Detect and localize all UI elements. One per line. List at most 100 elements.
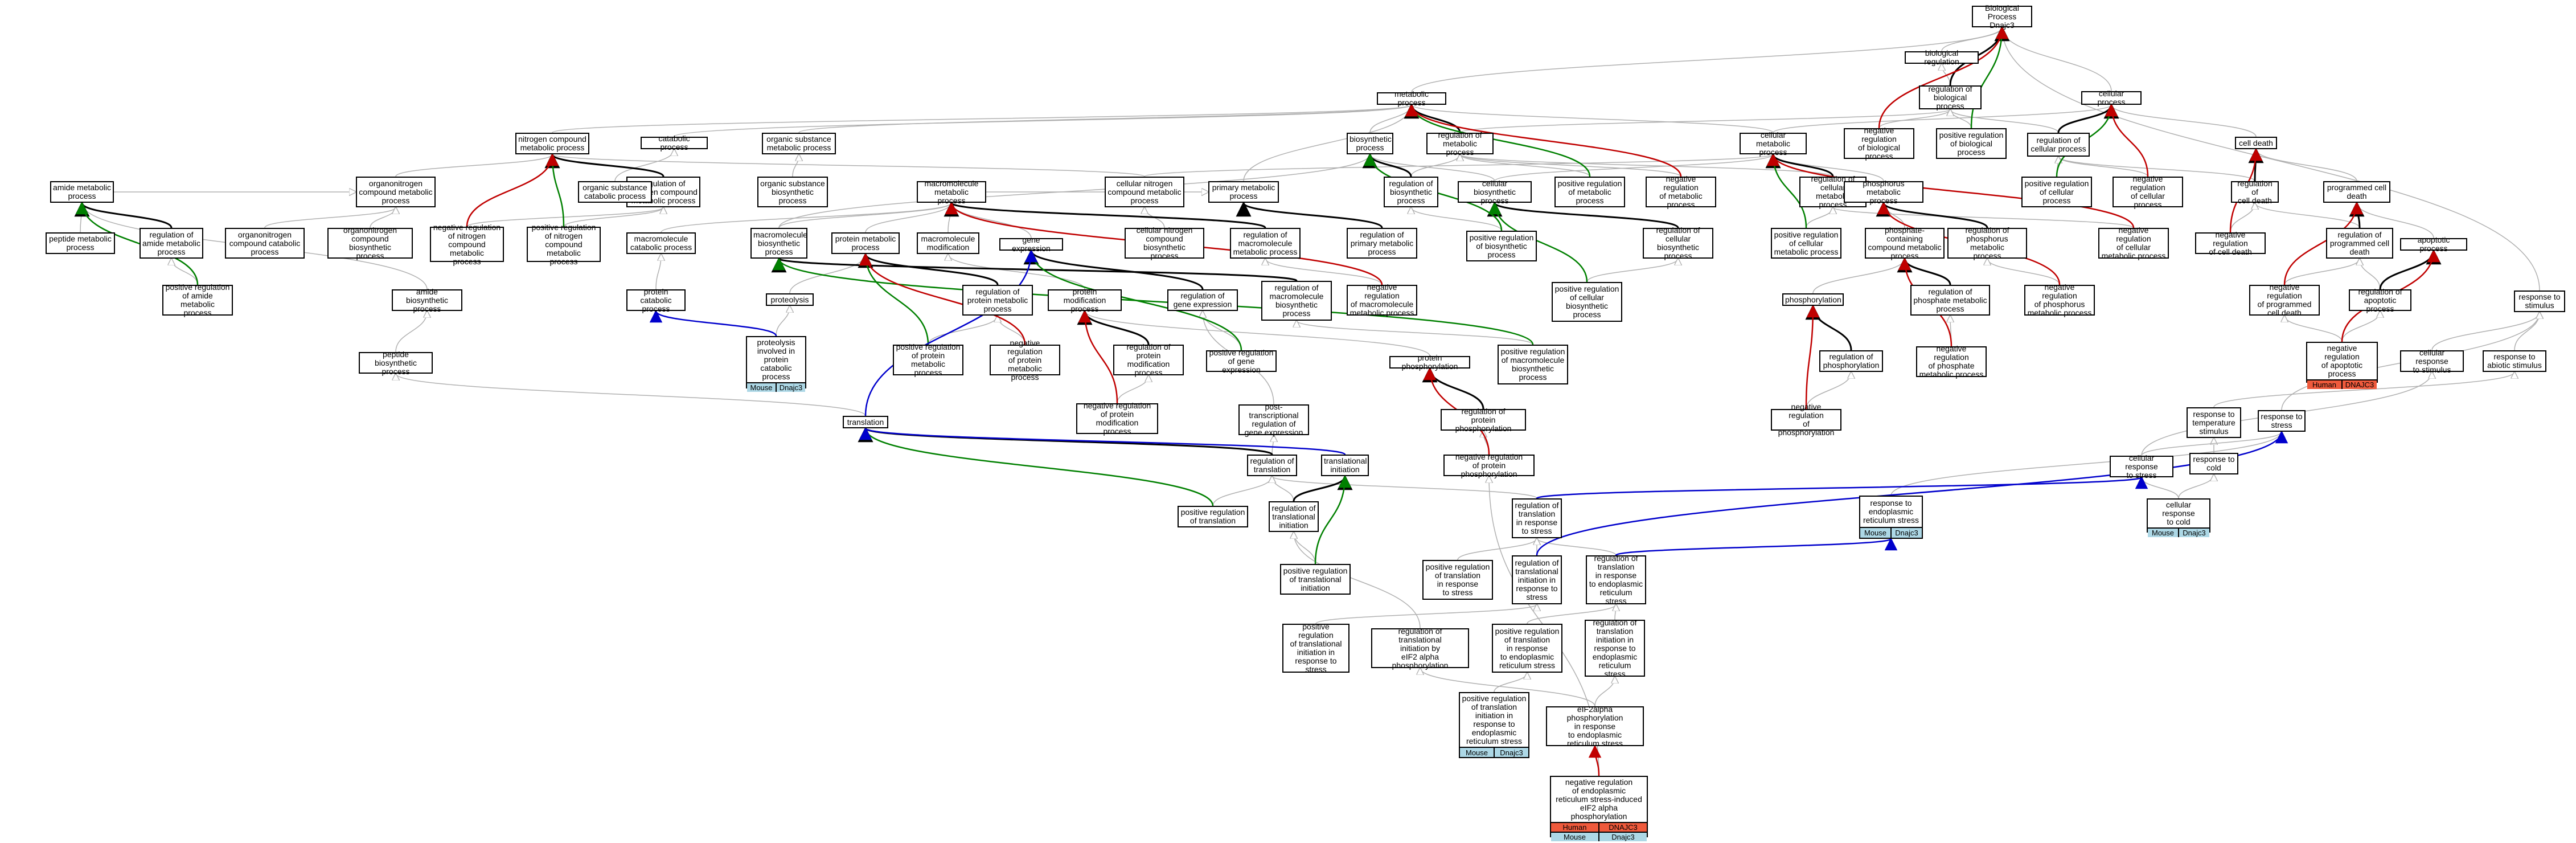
node-regulation-of-translational-initiation-in-response-to-stress[interactable]: regulation of translational initiation i… bbox=[1512, 555, 1562, 604]
node-post-transcriptional-regulation-of-gene-expression[interactable]: post-transcriptional regulation of gene … bbox=[1238, 403, 1309, 437]
node-regulation-of-primary-metabolic-process[interactable]: regulation of primary metabolic process bbox=[1347, 228, 1417, 259]
node-regulation-of-translational-initiation[interactable]: regulation of translational initiation bbox=[1269, 501, 1319, 532]
node-nitrogen-compound-metabolic-process[interactable]: nitrogen compound metabolic process bbox=[515, 133, 589, 154]
node-phosphorus-metabolic-process[interactable]: phosphorus metabolic process bbox=[1844, 179, 1923, 204]
node-cellular-response-to-stimulus[interactable]: cellular response to stimulus bbox=[2400, 348, 2464, 374]
node-positive-regulation-of-nitrogen-compound-metabolic-process[interactable]: positive regulation of nitrogen compound… bbox=[527, 223, 601, 265]
node-positive-regulation-of-metabolic-process[interactable]: positive regulation of metabolic process bbox=[1554, 177, 1625, 207]
node-negative-regulation-of-macromolecule-metabolic-process[interactable]: negative regulation of macromolecule met… bbox=[1347, 283, 1417, 317]
node-organic-substance-catabolic-process[interactable]: organic substance catabolic process bbox=[578, 181, 652, 203]
node-phosphorylation[interactable]: phosphorylation bbox=[1782, 293, 1844, 306]
node-translation[interactable]: translation bbox=[843, 416, 888, 428]
node-protein-catabolic-process[interactable]: protein catabolic process bbox=[626, 287, 686, 313]
node-organic-substance-metabolic-process[interactable]: organic substance metabolic process bbox=[762, 133, 836, 154]
node-phosphate-containing-compound-metabolic-process[interactable]: phosphate-containing compound metabolic … bbox=[1865, 226, 1945, 260]
node-amide-biosynthetic-process[interactable]: amide biosynthetic process bbox=[392, 287, 462, 313]
node-positive-regulation-of-translational-initiation-in-response-to-stress[interactable]: positive regulation of translational ini… bbox=[1282, 623, 1349, 674]
node-protein-modification-process[interactable]: protein modification process bbox=[1048, 287, 1122, 313]
node-regulation-of-phosphorus-metabolic-process[interactable]: regulation of phosphorus metabolic proce… bbox=[1947, 226, 2027, 260]
node-regulation-of-translation[interactable]: regulation of translation bbox=[1247, 455, 1297, 476]
node-organic-substance-biosynthetic-process[interactable]: organic substance biosynthetic process bbox=[757, 177, 828, 207]
node-peptide-metabolic-process[interactable]: peptide metabolic process bbox=[46, 232, 115, 254]
node-regulation-of-translation-initiation-in-response-to-er-stress[interactable]: regulation of translation initiation in … bbox=[1585, 618, 1645, 678]
node-regulation-of-protein-metabolic-process[interactable]: regulation of protein metabolic process bbox=[962, 285, 1033, 316]
node-negative-regulation-of-protein-metabolic-process[interactable]: negative regulation of protein metabolic… bbox=[990, 338, 1060, 381]
node-positive-regulation-of-macromolecule-biosynthetic-process[interactable]: positive regulation of macromolecule bio… bbox=[1498, 345, 1568, 384]
node-positive-regulation-of-translation[interactable]: positive regulation of translation bbox=[1178, 506, 1248, 527]
node-negative-regulation-of-cellular-metabolic-process[interactable]: negative regulation of cellular metaboli… bbox=[2098, 226, 2169, 260]
node-peptide-biosynthetic-process[interactable]: peptide biosynthetic process bbox=[359, 350, 433, 375]
node-regulation-of-cell-death[interactable]: regulation of cell death bbox=[2231, 179, 2279, 204]
node-cellular-nitrogen-compound-metabolic-process[interactable]: cellular nitrogen compound metabolic pro… bbox=[1105, 177, 1184, 207]
node-programmed-cell-death[interactable]: programmed cell death bbox=[2323, 181, 2390, 203]
node-regulation-of-cellular-biosynthetic-process[interactable]: regulation of cellular biosynthetic proc… bbox=[1643, 226, 1713, 260]
node-proteolysis[interactable]: proteolysis bbox=[766, 293, 814, 306]
node-response-to-stimulus[interactable]: response to stimulus bbox=[2514, 290, 2565, 312]
node-regulation-of-metabolic-process[interactable]: regulation of metabolic process bbox=[1426, 130, 1494, 156]
node-metabolic-process[interactable]: metabolic process bbox=[1377, 90, 1446, 107]
node-primary-metabolic-process[interactable]: primary metabolic process bbox=[1208, 181, 1279, 203]
node-regulation-of-amide-metabolic-process[interactable]: regulation of amide metabolic process bbox=[140, 228, 203, 259]
node-response-to-endoplasmic-reticulum-stress[interactable]: response to endoplasmic reticulum stress… bbox=[1859, 496, 1923, 539]
node-regulation-of-gene-expression[interactable]: regulation of gene expression bbox=[1167, 289, 1238, 311]
node-negative-regulation-of-biological-process[interactable]: negative regulation of biological proces… bbox=[1844, 126, 1914, 161]
node-positive-regulation-of-biosynthetic-process[interactable]: positive regulation of biosynthetic proc… bbox=[1466, 231, 1537, 261]
node-regulation-of-phosphate-metabolic-process[interactable]: regulation of phosphate metabolic proces… bbox=[1910, 285, 1990, 316]
node-catabolic-process[interactable]: catabolic process bbox=[641, 134, 708, 152]
node-regulation-of-phosphorylation[interactable]: regulation of phosphorylation bbox=[1819, 350, 1883, 372]
node-translational-initiation[interactable]: translational initiation bbox=[1321, 455, 1369, 476]
node-biological-regulation[interactable]: biological regulation bbox=[1905, 49, 1979, 66]
node-negative-regulation-of-protein-phosphorylation[interactable]: negative regulation of protein phosphory… bbox=[1443, 452, 1535, 478]
node-protein-phosphorylation[interactable]: protein phosphorylation bbox=[1389, 354, 1470, 371]
node-negative-regulation-of-metabolic-process[interactable]: negative regulation of metabolic process bbox=[1646, 175, 1716, 209]
node-positive-regulation-of-cellular-biosynthetic-process[interactable]: positive regulation of cellular biosynth… bbox=[1552, 282, 1622, 322]
node-negative-regulation-of-apoptotic-process[interactable]: negative regulation of apoptotic process… bbox=[2306, 342, 2378, 389]
node-organonitrogen-compound-metabolic-process[interactable]: organonitrogen compound metabolic proces… bbox=[356, 177, 436, 207]
node-gene-expression[interactable]: gene expression bbox=[999, 236, 1063, 253]
node-positive-regulation-of-cellular-process[interactable]: positive regulation of cellular process bbox=[2021, 177, 2092, 207]
node-regulation-of-apoptotic-process[interactable]: regulation of apoptotic process bbox=[2349, 287, 2411, 313]
node-macromolecule-metabolic-process[interactable]: macromolecule metabolic process bbox=[917, 179, 986, 204]
node-response-to-abiotic-stimulus[interactable]: response to abiotic stimulus bbox=[2483, 350, 2546, 372]
node-positive-regulation-of-amide-metabolic-process[interactable]: positive regulation of amide metabolic p… bbox=[162, 283, 233, 317]
node-protein-metabolic-process[interactable]: protein metabolic process bbox=[831, 232, 900, 254]
node-positive-regulation-of-translation-initiation-in-response-to-er-stress[interactable]: positive regulation of translation initi… bbox=[1459, 692, 1529, 758]
node-negative-regulation-of-protein-modification-process[interactable]: negative regulation of protein modificat… bbox=[1076, 402, 1158, 436]
node-organonitrogen-compound-biosynthetic-process[interactable]: organonitrogen compound biosynthetic pro… bbox=[327, 226, 413, 260]
node-cellular-nitrogen-compound-biosynthetic-process[interactable]: cellular nitrogen compound biosynthetic … bbox=[1125, 226, 1204, 260]
node-eif2alpha-phosphorylation-in-response-to-er-stress[interactable]: eIF2alpha phosphorylation in response to… bbox=[1546, 705, 1644, 747]
node-regulation-of-translation-in-response-to-er-stress[interactable]: regulation of translation in response to… bbox=[1586, 554, 1646, 605]
node-biological-process[interactable]: Biological Process Dnajc3 bbox=[1972, 3, 2032, 29]
node-response-to-stress[interactable]: response to stress bbox=[2258, 410, 2306, 432]
node-cellular-biosynthetic-process[interactable]: cellular biosynthetic process bbox=[1458, 179, 1532, 204]
node-positive-regulation-of-biological-process[interactable]: positive regulation of biological proces… bbox=[1936, 128, 2007, 159]
node-organonitrogen-compound-catabolic-process[interactable]: organonitrogen compound catabolic proces… bbox=[225, 228, 305, 259]
node-macromolecule-biosynthetic-process[interactable]: macromolecule biosynthetic process bbox=[750, 228, 807, 259]
node-negative-regulation-of-cell-death[interactable]: negative regulation of cell death bbox=[2195, 230, 2266, 256]
node-negative-regulation-of-nitrogen-compound-metabolic-process[interactable]: negative regulation of nitrogen compound… bbox=[430, 223, 504, 265]
node-amide-metabolic-process[interactable]: amide metabolic process bbox=[50, 181, 114, 203]
node-positive-regulation-of-translation-in-response-to-er-stress[interactable]: positive regulation of translation in re… bbox=[1492, 624, 1562, 673]
node-cellular-process[interactable]: cellular process bbox=[2081, 89, 2142, 107]
node-positive-regulation-of-translational-initiation[interactable]: positive regulation of translational ini… bbox=[1280, 564, 1351, 595]
node-cell-death[interactable]: cell death bbox=[2235, 137, 2277, 149]
node-regulation-of-protein-modification-process[interactable]: regulation of protein modification proce… bbox=[1113, 343, 1184, 377]
node-cellular-response-to-stress[interactable]: cellular response to stress bbox=[2110, 453, 2173, 479]
node-regulation-of-biosynthetic-process[interactable]: regulation of biosynthetic process bbox=[1384, 177, 1438, 207]
node-regulation-of-translational-initiation-by-eif2-alpha-phosphorylation[interactable]: regulation of translational initiation b… bbox=[1371, 627, 1469, 669]
node-apoptotic-process[interactable]: apoptotic process bbox=[2400, 236, 2467, 253]
node-negative-regulation-of-er-stress-induced-eif2-alpha-phosphorylation[interactable]: negative regulation of endoplasmic retic… bbox=[1550, 776, 1648, 841]
node-negative-regulation-of-phosphorylation[interactable]: negative regulation of phosphorylation bbox=[1771, 403, 1841, 437]
node-macromolecule-modification[interactable]: macromolecule modification bbox=[917, 232, 979, 254]
node-regulation-of-translation-in-response-to-stress[interactable]: regulation of translation in response to… bbox=[1512, 498, 1562, 538]
node-regulation-of-programmed-cell-death[interactable]: regulation of programmed cell death bbox=[2326, 228, 2393, 259]
node-regulation-of-biological-process[interactable]: regulation of biological process bbox=[1919, 84, 1982, 110]
node-negative-regulation-of-phosphate-metabolic-process[interactable]: negative regulation of phosphate metabol… bbox=[1916, 345, 1987, 379]
node-regulation-of-macromolecule-biosynthetic-process[interactable]: regulation of macromolecule biosynthetic… bbox=[1261, 281, 1332, 321]
node-negative-regulation-of-cellular-process[interactable]: negative regulation of cellular process bbox=[2113, 175, 2183, 209]
node-negative-regulation-of-phosphorus-metabolic-process[interactable]: negative regulation of phosphorus metabo… bbox=[2024, 283, 2095, 317]
node-positive-regulation-of-cellular-metabolic-process[interactable]: positive regulation of cellular metaboli… bbox=[1771, 228, 1841, 259]
node-positive-regulation-of-protein-metabolic-process[interactable]: positive regulation of protein metabolic… bbox=[893, 343, 963, 377]
node-regulation-of-protein-phosphorylation[interactable]: regulation of protein phosphorylation bbox=[1441, 407, 1526, 432]
node-positive-regulation-of-gene-expression[interactable]: positive regulation of gene expression bbox=[1206, 348, 1277, 374]
